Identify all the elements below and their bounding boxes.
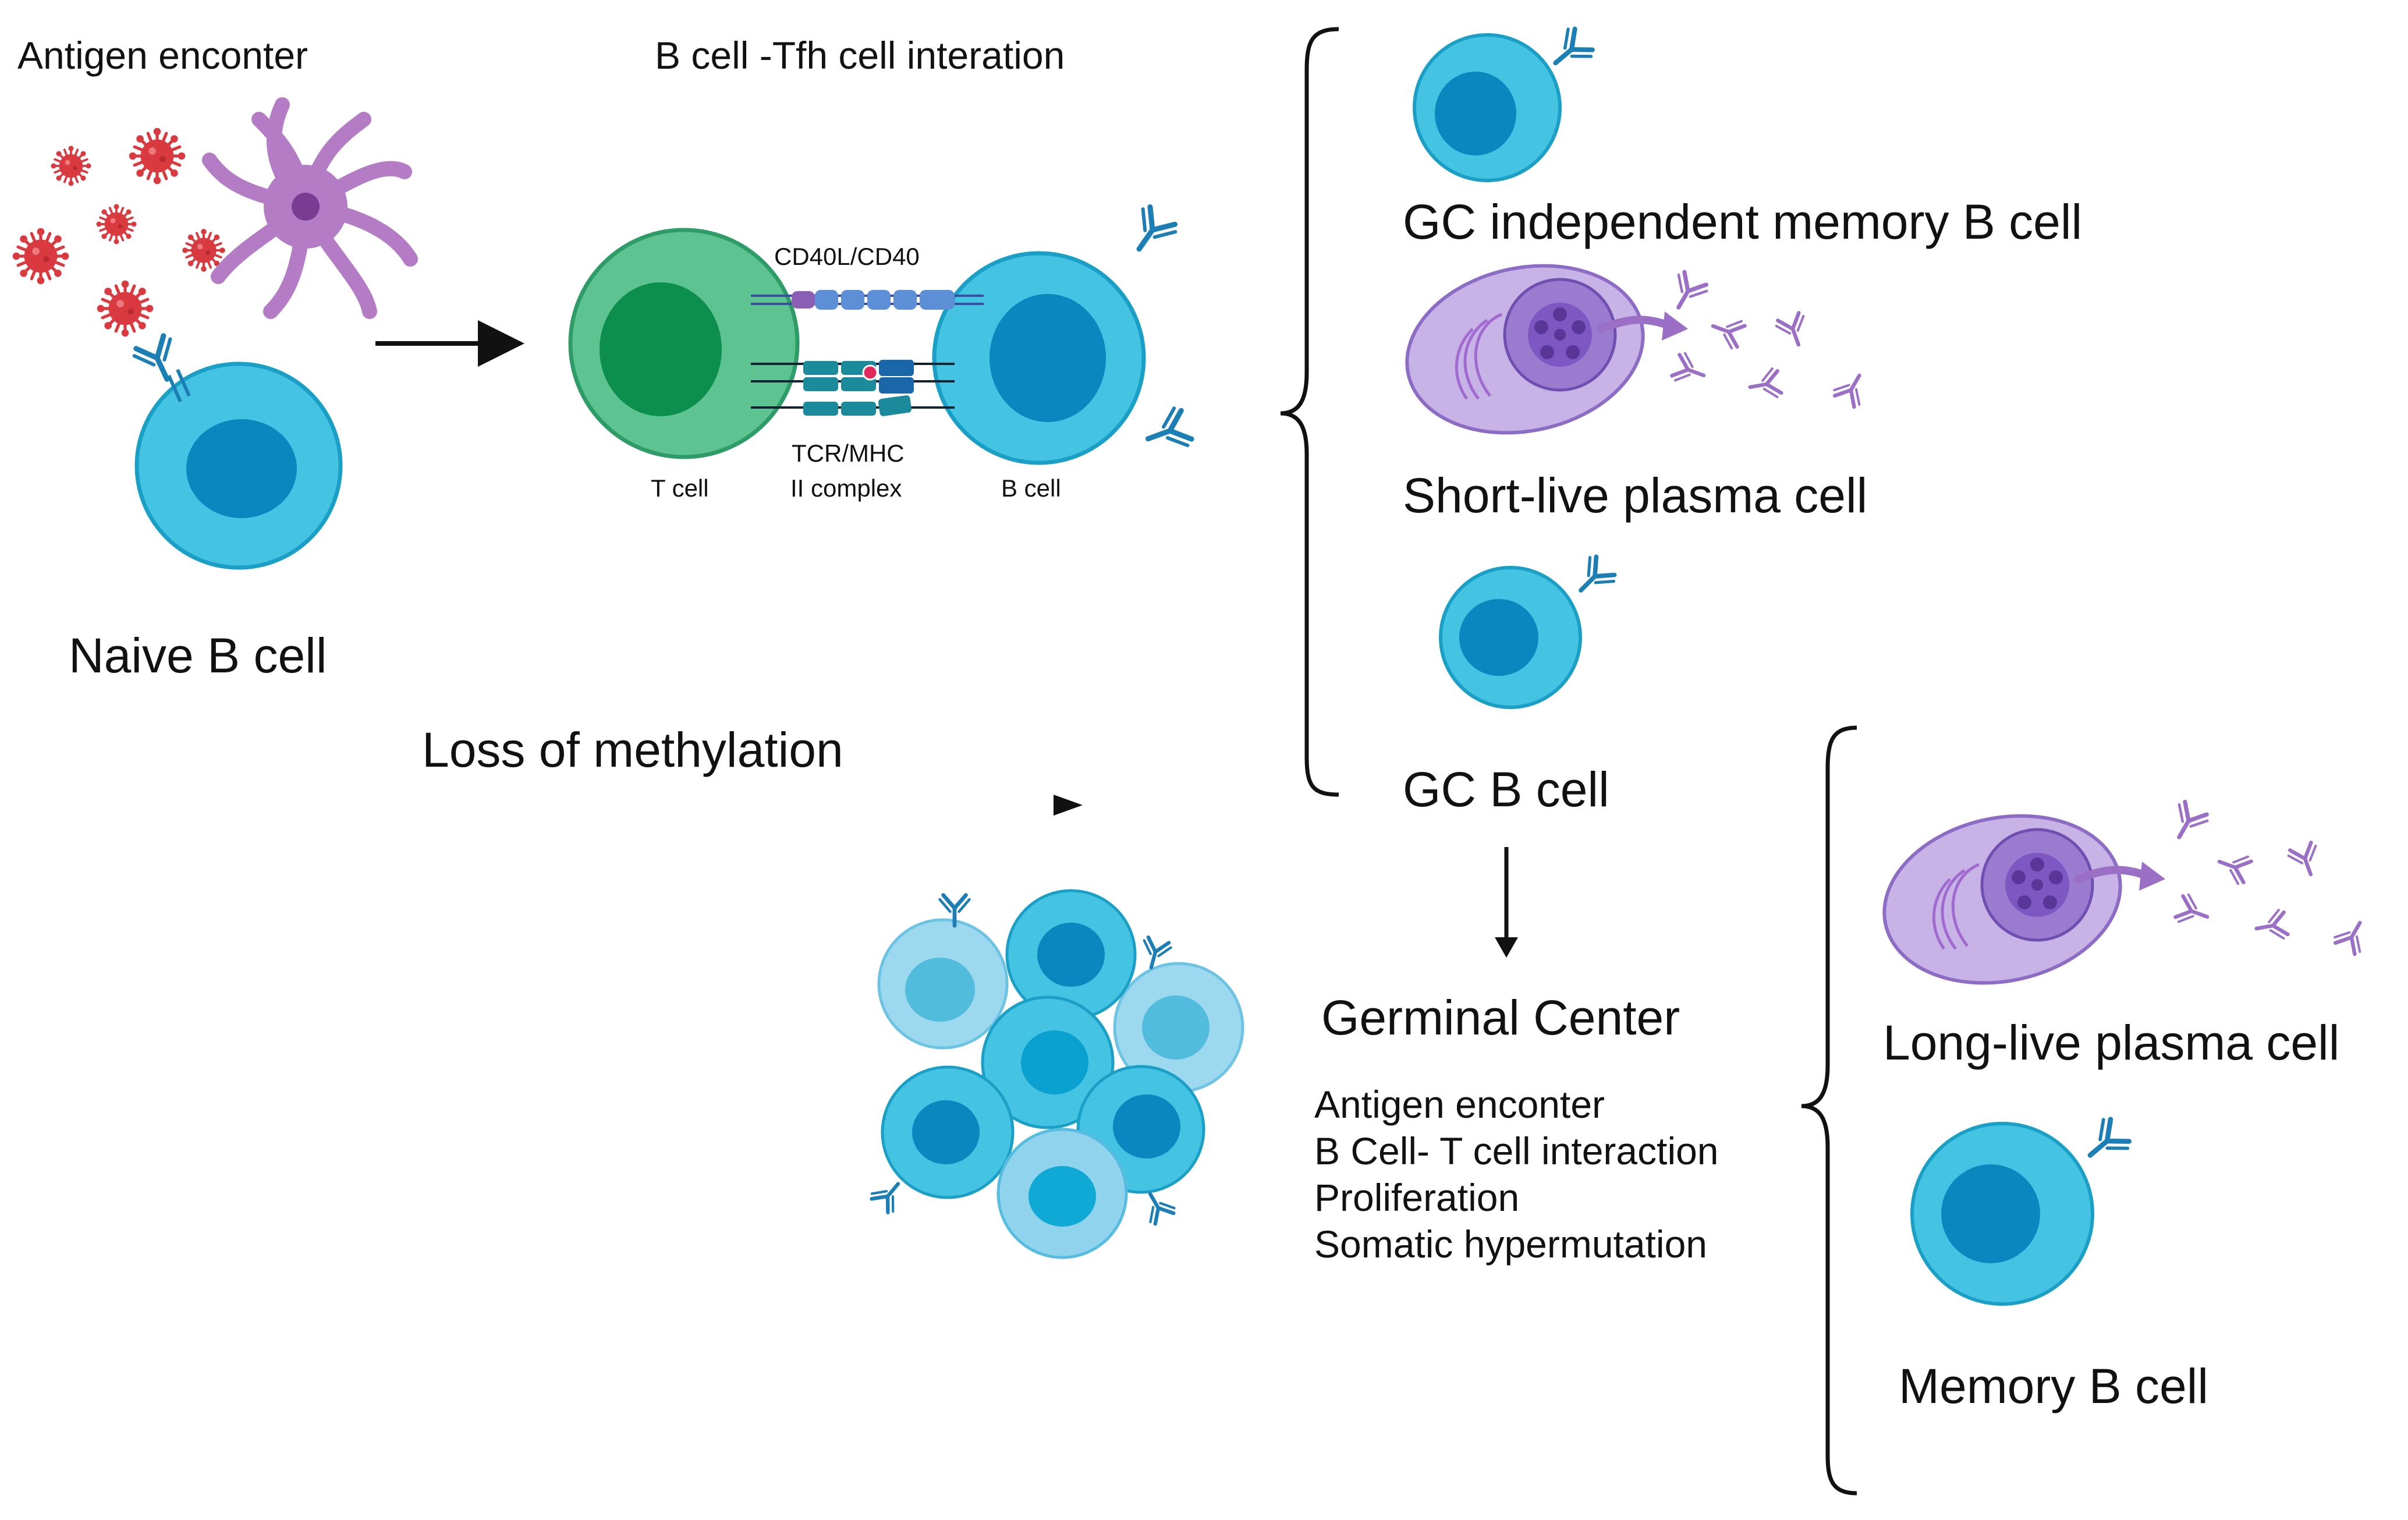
t-cell-label: T cell [651,474,709,502]
memory-b-cell-icon [1910,1116,2132,1306]
cd40-complex-icon [751,290,984,310]
long-live-plasma-label: Long-live plasma cell [1883,1015,2339,1070]
b-cell-icon [932,204,1193,465]
virus-icon [13,228,69,285]
virus-icon [49,144,93,187]
short-live-plasma-cell-icon [1391,245,1872,453]
interaction-title: B cell -Tfh cell interation [655,34,1065,77]
cd40-label: CD40L/CD40 [774,243,920,270]
dendritic-cell-icon [202,97,418,319]
virus-icon [97,281,154,337]
virus-icon [95,203,138,246]
gc-b-cell-icon [1439,554,1617,709]
virus-icon [129,128,186,185]
gc-step: B Cell- T cell interaction [1314,1129,1719,1172]
antigen-encounter-title: Antigen enconter [17,34,308,77]
bottom-brace [1801,725,1857,1496]
naive-b-cell-label: Naive B cell [69,628,327,683]
gc-independent-memory-b-cell-icon [1413,26,1595,182]
gc-step: Antigen enconter [1314,1083,1605,1126]
memory-b-cell-label: Memory B cell [1899,1359,2208,1413]
gc-step: Somatic hypermutation [1314,1223,1707,1266]
t-cell-icon [568,228,800,459]
germinal-center-cluster-icon [869,889,1244,1259]
tcr-label-line2: II complex [790,474,902,502]
gc-independent-memory-label: GC independent memory B cell [1403,194,2082,249]
tcr-mhc-complex-icon [751,360,955,416]
tcr-label-line1: TCR/MHC [792,440,905,467]
gc-step: Proliferation [1314,1176,1519,1219]
long-live-plasma-cell-icon [1868,795,2372,1004]
gc-b-cell-label: GC B cell [1403,762,1609,817]
top-brace [1280,27,1339,797]
loss-of-methylation-label: Loss of methylation [422,722,843,777]
naive-b-cell-icon [132,334,343,570]
germinal-center-title: Germinal Center [1321,990,1680,1045]
b-cell-label: B cell [1001,474,1061,502]
short-live-plasma-label: Short-live plasma cell [1403,468,1867,523]
